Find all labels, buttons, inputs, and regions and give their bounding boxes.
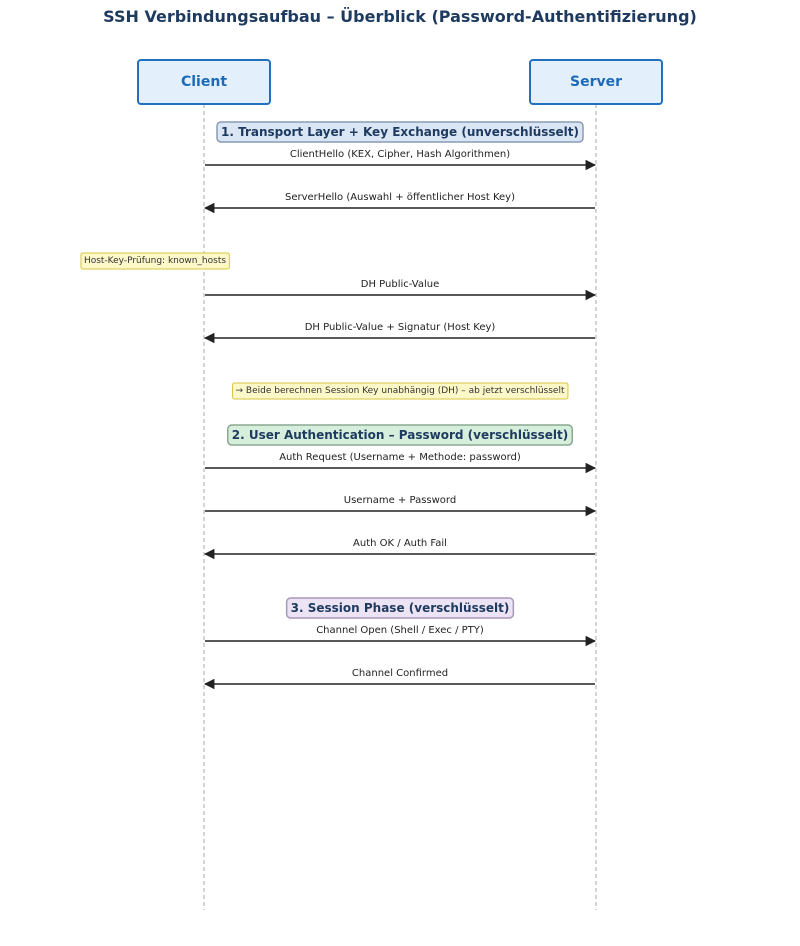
actor-client: Client bbox=[137, 59, 271, 105]
message-label: ServerHello (Auswahl + öffentlicher Host… bbox=[285, 192, 515, 203]
phase-header-authentication: 2. User Authentication – Password (versc… bbox=[227, 424, 573, 446]
message-label: Auth Request (Username + Methode: passwo… bbox=[279, 452, 521, 463]
note-host-key-check: Host-Key-Prüfung: known_hosts bbox=[80, 252, 230, 270]
message-label: DH Public-Value + Signatur (Host Key) bbox=[305, 322, 496, 333]
message-channel-confirmed: Channel Confirmed bbox=[203, 668, 595, 690]
message-label: Channel Confirmed bbox=[352, 668, 448, 679]
actor-server: Server bbox=[529, 59, 663, 105]
message-client-hello: ClientHello (KEX, Cipher, Hash Algorithm… bbox=[205, 149, 597, 171]
message-username-password: Username + Password bbox=[205, 495, 597, 517]
message-channel-open: Channel Open (Shell / Exec / PTY) bbox=[205, 625, 597, 647]
phase-session-label: 3. Session Phase (verschlüsselt) bbox=[291, 601, 510, 615]
message-auth-request: Auth Request (Username + Methode: passwo… bbox=[205, 452, 597, 474]
message-label: ClientHello (KEX, Cipher, Hash Algorithm… bbox=[290, 149, 510, 160]
phase-authentication-label: 2. User Authentication – Password (versc… bbox=[232, 428, 569, 442]
message-label: Username + Password bbox=[344, 495, 456, 506]
note-host-key-label: Host-Key-Prüfung: known_hosts bbox=[84, 256, 226, 266]
message-label: DH Public-Value bbox=[361, 279, 439, 290]
message-server-hello: ServerHello (Auswahl + öffentlicher Host… bbox=[203, 192, 595, 214]
actor-server-label: Server bbox=[570, 74, 622, 90]
phase-transport-label: 1. Transport Layer + Key Exchange (unver… bbox=[221, 125, 579, 139]
phase-header-transport: 1. Transport Layer + Key Exchange (unver… bbox=[216, 121, 584, 143]
actor-client-label: Client bbox=[181, 74, 227, 90]
message-auth-result: Auth OK / Auth Fail bbox=[203, 538, 595, 560]
message-label: Channel Open (Shell / Exec / PTY) bbox=[316, 625, 484, 636]
note-session-key: → Beide berechnen Session Key unabhängig… bbox=[232, 382, 569, 400]
message-label: Auth OK / Auth Fail bbox=[353, 538, 447, 549]
phase-header-session: 3. Session Phase (verschlüsselt) bbox=[285, 597, 515, 619]
message-dh-server: DH Public-Value + Signatur (Host Key) bbox=[203, 322, 595, 344]
diagram-title: SSH Verbindungsaufbau – Überblick (Passw… bbox=[103, 7, 697, 26]
message-dh-client: DH Public-Value bbox=[205, 279, 597, 301]
note-session-key-label: → Beide berechnen Session Key unabhängig… bbox=[236, 386, 565, 396]
